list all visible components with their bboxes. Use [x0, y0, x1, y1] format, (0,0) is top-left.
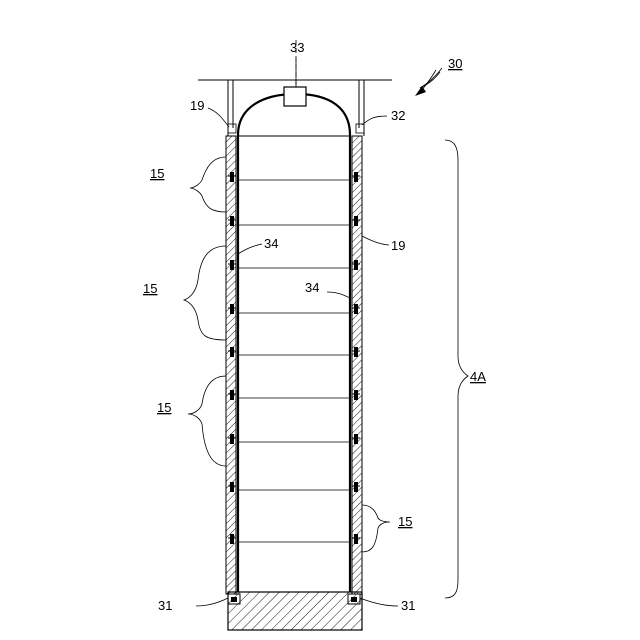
bolt	[354, 347, 358, 357]
liner-bag	[238, 94, 350, 592]
label-15-a: 15	[150, 166, 164, 181]
bolt	[354, 304, 358, 314]
bolt	[230, 434, 234, 444]
bolt	[354, 482, 358, 492]
bolt	[230, 482, 234, 492]
label-31-right: 31	[401, 598, 415, 613]
bolt	[230, 390, 234, 400]
label-19-right: 19	[391, 238, 405, 253]
label-4A: 4A	[470, 369, 486, 384]
label-30: 30	[448, 56, 462, 71]
bolt	[230, 534, 234, 544]
label-34-right: 34	[305, 280, 319, 295]
brace-15-b	[184, 246, 226, 340]
base-block	[228, 592, 362, 630]
label-32: 32	[391, 108, 405, 123]
brace-15-a	[190, 157, 226, 212]
bolt	[354, 216, 358, 226]
bolt	[354, 534, 358, 544]
label-15-b: 15	[143, 281, 157, 296]
unit-33-box	[284, 87, 306, 106]
label-19-top: 19	[190, 98, 204, 113]
bolt	[354, 172, 358, 182]
bolt	[354, 390, 358, 400]
label-15-c: 15	[157, 400, 171, 415]
brace-15-c	[188, 376, 226, 466]
tier-lines	[238, 180, 350, 542]
bolt	[354, 260, 358, 270]
left-wall	[226, 136, 236, 594]
right-wall	[352, 136, 362, 594]
bolt	[230, 260, 234, 270]
bolt	[354, 434, 358, 444]
bolt	[230, 304, 234, 314]
label-15-d: 15	[398, 514, 412, 529]
brace-4A	[445, 140, 468, 598]
bolt	[230, 216, 234, 226]
bolt	[230, 347, 234, 357]
bolt	[230, 172, 234, 182]
brace-15-d	[362, 505, 390, 552]
label-34-left: 34	[264, 236, 278, 251]
wall-bolts	[228, 172, 360, 544]
label-31-left: 31	[158, 598, 172, 613]
label-33: 33	[290, 40, 304, 55]
